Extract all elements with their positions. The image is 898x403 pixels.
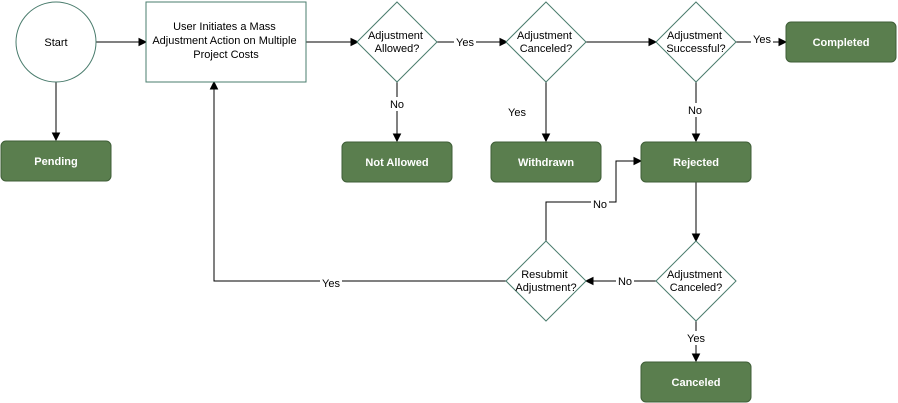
arrowhead [499,37,509,47]
label-line: Canceled? [520,43,573,55]
node-pending-label: Pending [34,156,77,168]
label-line: Completed [813,37,870,49]
arrowhead [541,133,551,143]
edge-labels: Yes No Yes Yes No No Yes No Yes [320,32,773,345]
edge-resubmit-yes [213,88,506,282]
edge-label-bg [751,32,773,46]
edges [51,37,788,363]
arrowhead [778,37,788,47]
arrowhead [350,37,360,47]
label-line: Rejected [673,157,719,169]
label-line: Adjustment [667,269,722,281]
rejected-box-shape [640,141,752,183]
edge-label-resubmit-no: No [593,199,607,211]
edge-label-bg [591,197,609,211]
node-start-label: Start [44,37,67,49]
withdrawn-box-shape [490,141,602,183]
label-line: Resubmit [521,269,567,281]
node-canceled-label: Canceled [672,377,721,389]
label-line: Start [44,37,67,49]
node-canceled-q1-decision[interactable]: Adjustment Canceled? [505,1,587,83]
edge-label-canceled-q2-no: No [618,276,632,288]
node-withdrawn-label: Withdrawn [518,157,574,169]
edge-label-bg [616,274,634,288]
arrowhead [392,133,402,143]
node-canceled[interactable]: Canceled [640,361,752,403]
label-line: Adjustment? [515,282,576,294]
not-allowed-box-shape [341,141,453,183]
label-line: Allowed? [375,43,420,55]
completed-box-shape [785,21,897,63]
label-line: Not Allowed [365,157,428,169]
node-mass-action[interactable]: User Initiates a Mass Adjustment Action … [145,1,307,83]
successful-diamond-shape [655,1,737,83]
edge-label-canceled-q1-yes: Yes [508,107,526,119]
edge-label-bg [320,276,342,290]
label-line: User Initiates a Mass [173,21,276,33]
pending-box-shape [0,140,112,182]
node-pending[interactable]: Pending [0,140,112,182]
allowed-diamond-shape [356,1,438,83]
node-allowed-label: Adjustment Allowed? [368,30,426,55]
node-canceled-q1-label: Adjustment Canceled? [517,30,575,55]
node-completed[interactable]: Completed [785,21,897,63]
node-resubmit-decision[interactable]: Resubmit Adjustment? [505,240,587,322]
edge-label-allowed-yes: Yes [456,37,474,49]
edge-resubmit-no [545,160,635,241]
edge-label-allowed-no: No [390,99,404,111]
node-completed-label: Completed [813,37,870,49]
arrowhead [691,233,701,243]
edge-label-bg [388,97,406,111]
node-successful-label: Adjustment Successful? [666,30,725,55]
label-line: Canceled [672,377,721,389]
arrowhead [633,156,643,166]
arrowhead [584,276,594,286]
arrowhead [648,37,658,47]
canceled-q2-diamond-shape [655,240,737,322]
node-withdrawn[interactable]: Withdrawn [490,141,602,183]
node-mass-action-label: User Initiates a Mass Adjustment Action … [152,21,299,61]
edge-label-bg [454,35,476,49]
canceled-box-shape [640,361,752,403]
node-resubmit-label: Resubmit Adjustment? [515,269,576,294]
arrowhead [691,353,701,363]
label-line: Adjustment [517,30,572,42]
edge-label-successful-no: No [688,105,702,117]
edge-label-resubmit-yes: Yes [322,278,340,290]
canceled-q1-diamond-shape [505,1,587,83]
edge-label-successful-yes: Yes [753,34,771,46]
node-successful-decision[interactable]: Adjustment Successful? [655,1,737,83]
node-canceled-q2-decision[interactable]: Adjustment Canceled? [655,240,737,322]
node-rejected-label: Rejected [673,157,719,169]
node-canceled-q2-label: Adjustment Canceled? [667,269,725,294]
label-line: Project Costs [193,49,259,61]
arrowhead [51,132,61,142]
node-not-allowed-label: Not Allowed [365,157,428,169]
edge-label-bg [506,105,528,119]
label-line: Canceled? [670,282,723,294]
arrowhead [138,37,148,47]
label-line: Successful? [666,43,725,55]
label-line: Adjustment [368,30,423,42]
edge-label-bg [686,103,704,117]
resubmit-diamond-shape [505,240,587,322]
node-allowed-decision[interactable]: Adjustment Allowed? [356,1,438,83]
mass-action-box-shape [145,1,307,83]
label-line: Adjustment Action on Multiple [152,35,296,47]
node-start[interactable]: Start [15,1,97,83]
node-rejected[interactable]: Rejected [640,141,752,183]
label-line: Adjustment [667,30,722,42]
edge-label-bg [685,331,707,345]
edge-label-canceled-q2-yes: Yes [687,333,705,345]
start-circle-shape [15,1,97,83]
arrowhead [691,133,701,143]
label-line: Pending [34,156,77,168]
node-not-allowed[interactable]: Not Allowed [341,141,453,183]
label-line: Withdrawn [518,157,574,169]
arrowhead [209,80,219,90]
